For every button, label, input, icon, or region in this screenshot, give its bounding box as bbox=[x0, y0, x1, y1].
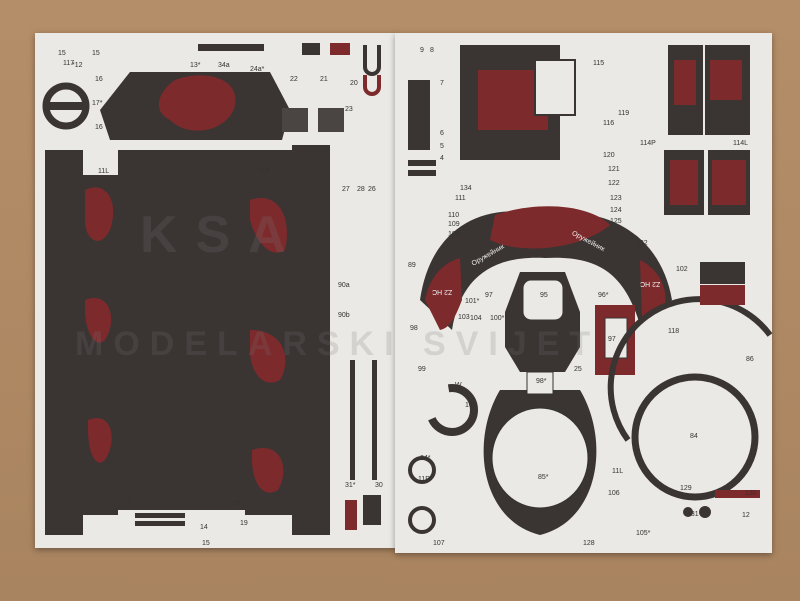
part-label: 24* bbox=[420, 455, 431, 462]
part-label: 28 bbox=[357, 186, 365, 193]
part-label: 97 bbox=[608, 336, 616, 343]
part-label: 95 bbox=[540, 292, 548, 299]
part-label: 105* bbox=[636, 530, 651, 537]
part-label: 114P bbox=[640, 140, 656, 147]
part-label: 15 bbox=[92, 50, 100, 57]
part-label: 10 bbox=[465, 402, 473, 409]
part-label: 100* bbox=[490, 315, 505, 322]
part-label: 109 bbox=[448, 221, 460, 228]
part-label: 107 bbox=[433, 540, 445, 547]
part-label: 119 bbox=[618, 110, 630, 117]
part-label: 1 bbox=[128, 496, 132, 503]
hull-side-right bbox=[292, 145, 330, 535]
part-label: 34a bbox=[218, 62, 230, 69]
part-label: 117 bbox=[63, 60, 75, 67]
part-label: 9 bbox=[420, 47, 424, 54]
part-label: 13* bbox=[190, 62, 201, 69]
part-label: 134 bbox=[460, 185, 472, 192]
part-label: 30 bbox=[375, 482, 383, 489]
part-label: 110 bbox=[448, 212, 460, 219]
decal-marking-left: Z2 НС bbox=[432, 288, 453, 295]
part-label: 15 bbox=[58, 50, 66, 57]
part-label: 8 bbox=[430, 47, 434, 54]
part-label: 11P bbox=[418, 476, 430, 483]
part-label: 16 bbox=[95, 76, 103, 83]
part-label: 99 bbox=[418, 366, 426, 373]
part-label: 101* bbox=[465, 298, 480, 305]
watermark-top: KSA bbox=[140, 206, 304, 264]
part-label: *12 bbox=[72, 62, 83, 69]
part-label: 84 bbox=[690, 433, 698, 440]
small-strips-34a bbox=[198, 44, 264, 51]
part-label: 108 bbox=[448, 231, 460, 238]
part-label: 26 bbox=[368, 186, 376, 193]
hull-side-left bbox=[45, 150, 83, 535]
part-label: 120 bbox=[603, 152, 615, 159]
part-label: 17* bbox=[92, 100, 103, 107]
part-label: 15 bbox=[202, 540, 210, 547]
part-label: 125 bbox=[610, 218, 622, 225]
part-label: 4 bbox=[440, 155, 444, 162]
part-label: 18 bbox=[232, 500, 240, 507]
part-label: 11L bbox=[612, 468, 624, 475]
ring-part-16 bbox=[42, 82, 90, 130]
part-label: 31* bbox=[345, 482, 356, 489]
part-label: 89 bbox=[408, 262, 416, 269]
part-label: 6 bbox=[440, 130, 444, 137]
part-label: 11P bbox=[258, 168, 270, 175]
part-label: 23 bbox=[345, 106, 353, 113]
part-label: 132 bbox=[636, 240, 648, 247]
mudguard-part-boomerang bbox=[420, 211, 672, 330]
part-label: 19 bbox=[240, 520, 248, 527]
part-label: 85* bbox=[538, 474, 549, 481]
part-label: 98* bbox=[536, 378, 547, 385]
part-label: 5 bbox=[440, 143, 444, 150]
part-label: 22 bbox=[290, 76, 298, 83]
part-label: 130 bbox=[745, 490, 757, 497]
part-label: 103 bbox=[458, 314, 470, 321]
part-label: 24a* bbox=[250, 66, 265, 73]
part-label: 123 bbox=[610, 195, 622, 202]
hull-camo-patches bbox=[85, 187, 287, 493]
part-label: 86 bbox=[746, 356, 754, 363]
part-label: 122 bbox=[608, 180, 620, 187]
part-label: 116 bbox=[603, 120, 615, 127]
part-label: 90b bbox=[338, 312, 350, 319]
part-label: 16 bbox=[95, 124, 103, 131]
part-label: 124 bbox=[610, 207, 622, 214]
part-label: 115 bbox=[593, 60, 605, 67]
part-label: 97 bbox=[485, 292, 493, 299]
decal-marking-right: Z2 НС bbox=[640, 280, 661, 287]
part-label: 14 bbox=[200, 524, 208, 531]
part-label: 12 bbox=[742, 512, 750, 519]
part-label: 131 bbox=[687, 511, 699, 518]
part-label: 90a bbox=[338, 282, 350, 289]
ring-part-86 bbox=[631, 373, 759, 501]
part-label: W bbox=[455, 382, 462, 389]
part-label: 111 bbox=[455, 195, 466, 202]
part-label: 114L bbox=[733, 140, 749, 147]
part-label: 98 bbox=[410, 325, 418, 332]
part-label: 129 bbox=[680, 485, 692, 492]
part-label: 25 bbox=[574, 366, 582, 373]
part-label: 21 bbox=[320, 76, 328, 83]
part-label: 102 bbox=[676, 266, 688, 273]
part-label: 27 bbox=[342, 186, 350, 193]
hull-top-camo bbox=[158, 75, 236, 131]
part-label: 11L bbox=[98, 168, 110, 175]
part-label: 106 bbox=[608, 490, 620, 497]
part-label: 118 bbox=[668, 328, 680, 335]
part-label: 128 bbox=[583, 540, 595, 547]
part-label: 20 bbox=[350, 80, 358, 87]
part-label: 96* bbox=[598, 292, 609, 299]
part-label: 7 bbox=[440, 80, 444, 87]
part-label: 104 bbox=[470, 315, 482, 322]
watermark-bottom: MODELARSKI SVIJET bbox=[75, 325, 601, 363]
part-label: 121 bbox=[608, 166, 620, 173]
